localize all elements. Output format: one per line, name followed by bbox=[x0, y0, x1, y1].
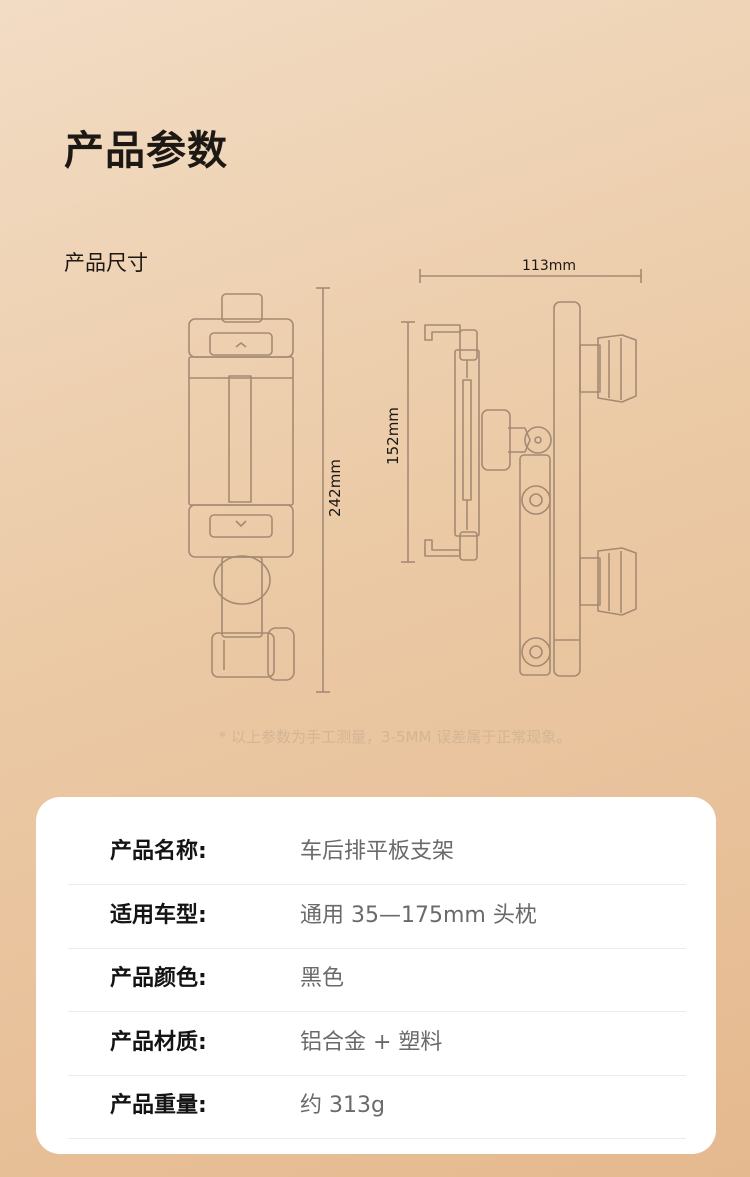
spec-value: 铝合金 + 塑料 bbox=[300, 1030, 443, 1055]
spec-label: 适用车型: bbox=[110, 903, 207, 928]
spec-value: 黑色 bbox=[300, 966, 345, 991]
spec-row-weight: 产品重量: 约 313g bbox=[68, 1074, 686, 1139]
spec-value: 车后排平板支架 bbox=[300, 839, 455, 864]
spec-label: 产品名称: bbox=[110, 839, 207, 864]
dimension-label-242: 242mm bbox=[326, 459, 344, 517]
spec-row-material: 产品材质: 铝合金 + 塑料 bbox=[68, 1011, 686, 1076]
dimension-label-152: 152mm bbox=[384, 407, 402, 465]
spec-value: 约 313g bbox=[300, 1093, 385, 1118]
spec-row-name: 产品名称: 车后排平板支架 bbox=[68, 820, 686, 885]
spec-row-color: 产品颜色: 黑色 bbox=[68, 947, 686, 1012]
spec-row-vehicle: 适用车型: 通用 35—175mm 头枕 bbox=[68, 884, 686, 949]
spec-card: 产品名称: 车后排平板支架 适用车型: 通用 35—175mm 头枕 产品颜色:… bbox=[36, 797, 716, 1154]
measurement-note: * 以上参数为手工测量，3-5MM 误差属于正常现象。 bbox=[218, 728, 572, 746]
side-view-drawing bbox=[424, 301, 637, 677]
spec-value: 通用 35—175mm 头枕 bbox=[300, 903, 537, 928]
front-view-drawing bbox=[188, 293, 295, 681]
spec-label: 产品材质: bbox=[110, 1030, 207, 1055]
spec-label: 产品颜色: bbox=[110, 966, 207, 991]
product-dimension-diagram: 242mm 152mm 113mm bbox=[188, 258, 642, 693]
section-subtitle: 产品尺寸 bbox=[64, 251, 148, 275]
dimension-label-113: 113mm bbox=[522, 258, 576, 274]
spec-label: 产品重量: bbox=[110, 1093, 207, 1118]
page-title: 产品参数 bbox=[64, 128, 228, 174]
